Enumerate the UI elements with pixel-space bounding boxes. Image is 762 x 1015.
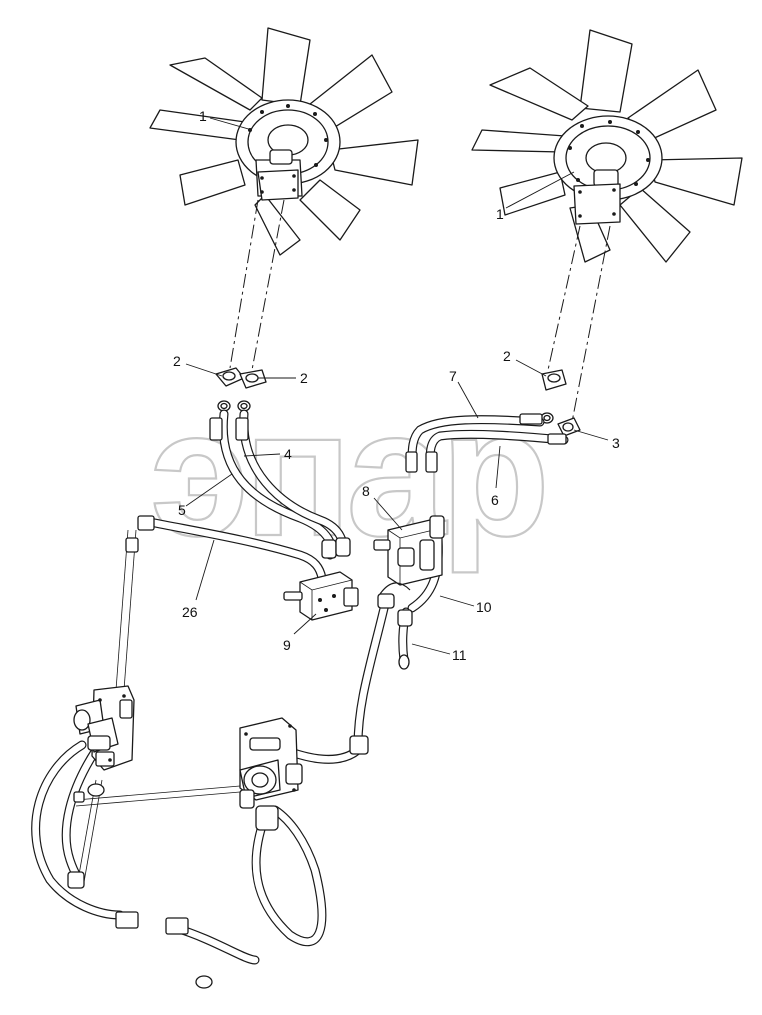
callout-5: 5 (178, 502, 186, 518)
fitting-2-left-a (215, 367, 245, 412)
fitting-2-right (540, 369, 567, 424)
fan-motor-left (255, 149, 303, 201)
centerline (571, 225, 611, 423)
callout-labels: 1 1 2 2 2 3 4 5 6 7 8 9 10 11 26 (173, 108, 620, 663)
fitting-3 (557, 417, 581, 437)
pump-right (239, 717, 303, 831)
callout-10: 10 (476, 599, 492, 615)
callout-3: 3 (612, 435, 620, 451)
valve-block-8 (373, 515, 445, 627)
callout-leaders (185, 117, 609, 655)
pump-left (73, 685, 135, 797)
callout-8: 8 (362, 483, 370, 499)
centerline (229, 199, 259, 369)
callout-11: 11 (452, 647, 467, 663)
fan-motor-right (573, 169, 621, 225)
centerline (251, 199, 285, 371)
fitting-2-left-b (237, 369, 267, 412)
callout-2-left: 2 (173, 353, 181, 369)
callout-1-right: 1 (496, 206, 504, 222)
callout-7: 7 (449, 368, 457, 384)
callout-1-left: 1 (199, 108, 207, 124)
valve-block-9 (283, 537, 359, 621)
callout-9: 9 (283, 637, 291, 653)
callout-4: 4 (284, 446, 292, 462)
fan-blades-left (149, 27, 419, 256)
callout-6: 6 (491, 492, 499, 508)
hose-fittings (67, 413, 567, 989)
callout-2-right: 2 (503, 348, 511, 364)
fan-assembly-left (149, 27, 419, 371)
centerline (547, 225, 581, 371)
fan-assembly-right (471, 29, 743, 423)
callout-2-mid: 2 (300, 370, 308, 386)
callout-26: 26 (182, 604, 198, 620)
rigid-tubes (75, 529, 241, 883)
